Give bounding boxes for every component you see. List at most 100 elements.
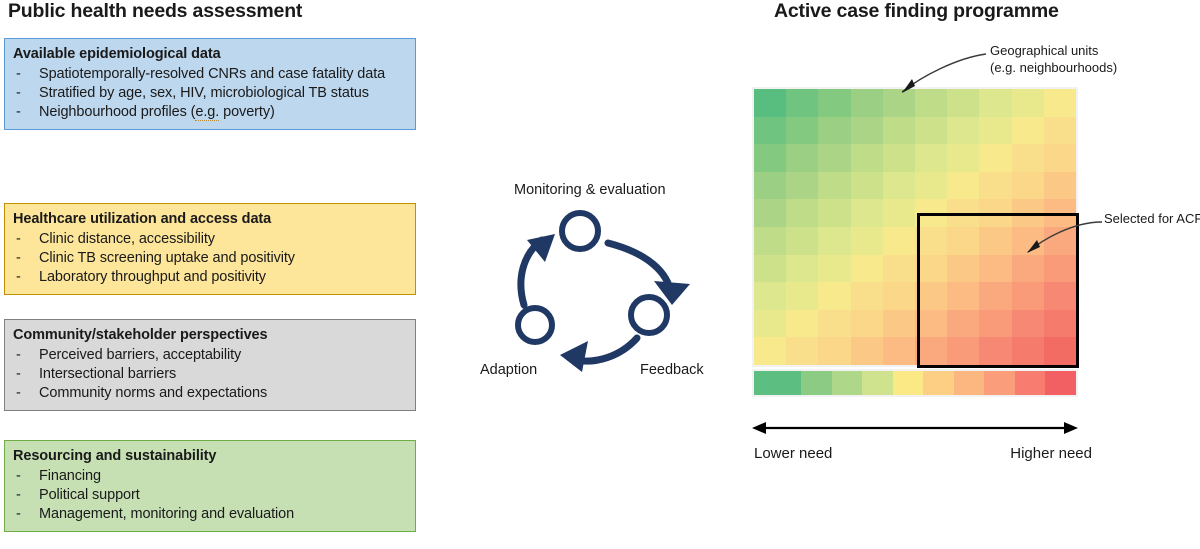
need-axis-right-arrowhead [1064,422,1078,434]
cycle-label-feedback: Feedback [640,362,704,378]
heatmap-cell [915,282,948,310]
heatmap-cell [818,199,851,227]
heatmap-cell [786,282,819,310]
heatmap-cell [786,89,819,117]
heatmap-cell [754,144,787,172]
cycle-arrowhead-adaption-to-monitoring [527,234,555,262]
geographical-units-line-2: (e.g. neighbourhoods) [990,59,1118,75]
heatmap-cell [1043,144,1076,172]
heatmap-cell [786,254,819,283]
heatmap-cell [979,144,1012,172]
left-panel-title: Public health needs assessment [8,0,303,22]
bullet-item: - Stratified by age, sex, HIV, microbiolo… [13,84,407,103]
heatmap-cell [947,171,980,200]
cycle-node-adaption [515,305,555,345]
heatmap-cell [1043,309,1076,338]
colorbar-segment [923,371,954,395]
heatmap-cell [947,309,980,338]
heatmap-cell [882,227,915,255]
heatmap-cell [850,171,883,200]
bullet-item: -Laboratory throughput and positivity [13,268,407,287]
geographical-units-annotation: Geographical units (e.g. neighbourhoods) [990,43,1117,76]
bullet-text: Spatiotemporally-resolved CNRs and case … [39,65,386,82]
colorbar-segment [892,371,924,395]
bullet-item: -Spatiotemporally-resolved CNRs and case… [13,65,407,84]
info-box-available-epidemiological-data: Available epidemiological data-Spatiotem… [4,38,416,131]
heatmap-cell [1011,337,1044,365]
heatmap-cell [915,89,948,117]
heatmap-cell [818,171,851,200]
higher-need-label: Higher need [1010,445,1092,462]
bullet-marker: - [16,346,21,363]
heatmap-cell [1043,89,1076,117]
bullet-item: -Management, monitoring and evaluation [13,505,407,524]
heatmap-cell [786,227,819,255]
cycle-label-monitoring-evaluation: Monitoring & evaluation [514,182,666,198]
cycle-arrowhead-feedback-to-adaption [560,341,588,372]
heatmap-cell [786,171,819,200]
heatmap-cell [850,254,883,283]
bullet-item: -Community norms and expectations [13,384,407,403]
bullet-marker: - [16,467,21,484]
heatmap-cell [818,89,851,117]
heatmap-cell [882,116,915,145]
bullet-text: Perceived barriers, acceptability [39,346,242,363]
heatmap-cell [915,144,948,172]
heatmap-cell [786,337,819,365]
bullet-marker: - [16,84,21,101]
cycle-arrowhead-monitoring-to-feedback [654,281,690,305]
bullet-marker: - [16,486,21,503]
heatmap-cell [915,254,948,283]
geographical-units-line-1: Geographical units [990,43,1099,58]
heatmap-cell [786,144,819,172]
heatmap-cell [754,116,787,145]
heatmap-cell [818,227,851,255]
bullet-text: Stratified by age, sex, HIV, microbiolog… [39,84,369,101]
heatmap-cell [786,309,819,338]
heatmap-cell [1043,116,1076,145]
cycle-arrow-monitoring-to-feedback [604,239,675,298]
cycle-node-monitoring-evaluation [559,210,601,252]
bullet-marker: - [16,506,21,523]
heatmap-cell [1043,199,1076,227]
heatmap-cell [947,254,980,283]
cycle-diagram-svg [515,210,690,372]
heatmap-cell [850,116,883,145]
heatmap-cell [818,144,851,172]
heatmap-cell [754,282,787,310]
heatmap-cell [979,337,1012,365]
colorbar-segment [1014,371,1046,395]
heatmap-cell [850,309,883,338]
public-health-needs-assessment-panel: Public health needs assessment Available… [0,0,432,544]
heatmap-cell [979,116,1012,145]
need-heatmap-grid [752,87,1078,367]
heatmap-cell [882,89,915,117]
bullet-marker: - [16,365,21,382]
heatmap-cell [882,171,915,200]
heatmap-cell [850,144,883,172]
heatmap-cell [850,199,883,227]
heatmap-cell [882,199,915,227]
info-box-community-stakeholder-perspectives: Community/stakeholder perspectives - Perce… [4,319,416,412]
colorbar-segment [1045,371,1076,395]
heatmap-cell [1011,309,1044,338]
cycle-arrow-adaption-to-monitoring [517,236,546,309]
heatmap-cell [850,227,883,255]
heatmap-cell [915,199,948,227]
bullet-marker: - [16,249,21,266]
heatmap-cell [754,254,787,283]
heatmap-cell [915,227,948,255]
info-box-heading: Community/stakeholder perspectives [13,327,268,343]
geographical-units-leader-line [901,53,987,93]
bullet-text: Financing [39,467,101,484]
heatmap-cell [1011,227,1044,255]
heatmap-cell [979,199,1012,227]
bullet-text: Neighbourhood profiles (e.g. poverty) [39,104,275,122]
heatmap-cell [979,309,1012,338]
bullet-item: - Financing [13,467,407,486]
heatmap-cell [979,282,1012,310]
heatmap-cell [818,254,851,283]
bullet-text: Laboratory throughput and positivity [39,269,266,286]
bullet-marker: - [16,104,21,121]
heatmap-cell [818,337,851,365]
